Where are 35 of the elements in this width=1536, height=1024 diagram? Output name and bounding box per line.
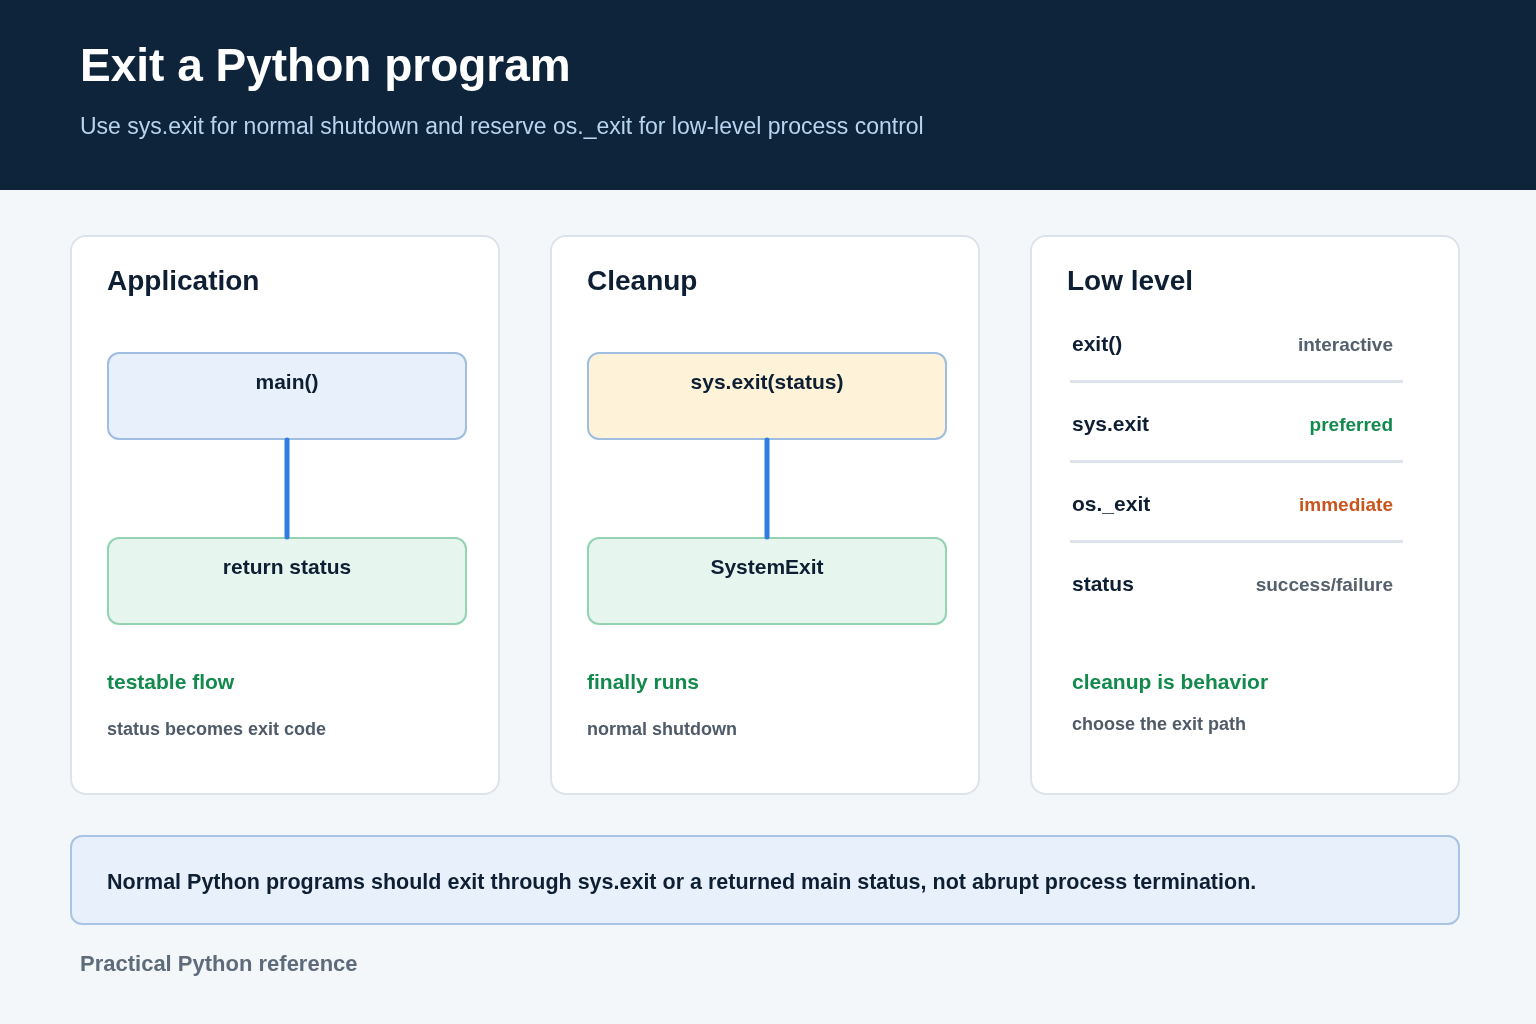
note-text: Normal Python programs should exit through sys.exit or a returned main status, not abrupt process termination. — [107, 870, 1257, 895]
process-box — [107, 537, 467, 625]
row-value: success/failure — [1255, 574, 1393, 596]
row-term: os._exit — [1072, 492, 1151, 516]
row-value: interactive — [1297, 334, 1393, 356]
description-text: status becomes exit code — [107, 719, 327, 740]
description-text: choose the exit path — [1072, 714, 1247, 735]
panel-heading: Low level — [1067, 265, 1194, 297]
card-panel — [550, 235, 980, 795]
description-text: normal shutdown — [587, 719, 737, 740]
highlight-text: cleanup is behavior — [1072, 670, 1269, 694]
note-banner — [70, 835, 1460, 925]
process-box — [587, 537, 947, 625]
footer-note: Practical Python reference — [80, 951, 358, 977]
process-box — [107, 352, 467, 440]
highlight-text: finally runs — [587, 670, 700, 694]
panel-heading: Cleanup — [587, 265, 698, 297]
box-label: SystemExit — [709, 555, 825, 579]
row-term: exit() — [1072, 332, 1123, 356]
panel-heading: Application — [107, 265, 260, 297]
box-label: return status — [221, 555, 353, 579]
card-panel — [70, 235, 500, 795]
row-term: status — [1072, 572, 1134, 596]
row-term: sys.exit — [1072, 412, 1150, 436]
card-panel — [1030, 235, 1460, 795]
title: Exit a Python program — [80, 38, 571, 92]
connector-line — [764, 437, 770, 540]
row-value: preferred — [1309, 414, 1393, 436]
highlight-text: testable flow — [107, 670, 235, 694]
row-value: immediate — [1299, 494, 1393, 516]
subtitle: Use sys.exit for normal shutdown and reserve os._exit for low-level process control — [80, 113, 924, 140]
connector-line — [284, 437, 290, 540]
box-label: main() — [254, 370, 320, 394]
box-label: sys.exit(status) — [689, 370, 845, 394]
process-box — [587, 352, 947, 440]
